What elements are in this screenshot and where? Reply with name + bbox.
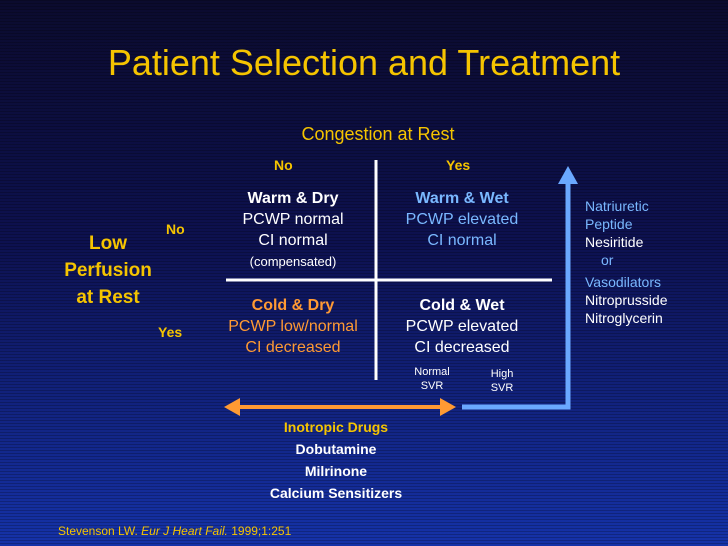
perfusion-label-line: Perfusion	[64, 260, 152, 281]
svr-line: SVR	[420, 380, 444, 392]
citation-author: Stevenson LW.	[58, 524, 138, 538]
vasodilator-arrow-head	[558, 166, 578, 184]
nitroprusside-label: Nitroprusside	[585, 292, 668, 308]
nitroglycerin-label: Nitroglycerin	[585, 310, 663, 326]
inotropic-item: Milrinone	[304, 463, 368, 479]
inotropic-arrow-left-head	[224, 398, 240, 416]
quadrant-title: Cold & Dry	[251, 297, 335, 314]
perfusion-label-line: Low	[89, 233, 127, 254]
page-title: Patient Selection and Treatment	[107, 42, 621, 83]
inotropic-drugs-list: Inotropic Drugs Dobutamine Milrinone Cal…	[218, 416, 454, 504]
low-perfusion-label: Low Perfusion at Rest	[52, 230, 164, 311]
inotropic-item: Dobutamine	[295, 441, 377, 457]
inotropic-title: Inotropic Drugs	[283, 419, 389, 435]
quadrant-line: PCWP elevated	[405, 318, 519, 335]
vasodilator-arrow-path	[462, 182, 571, 410]
svr-line: Normal	[414, 366, 450, 378]
quadrant-line: PCWP elevated	[405, 211, 519, 228]
quadrant-line: CI decreased	[414, 339, 510, 356]
quadrant-title: Warm & Wet	[415, 190, 509, 207]
nesiritide-label: Nesiritide	[585, 234, 644, 250]
inotropic-arrow-right-head	[440, 398, 456, 416]
perfusion-yes-label: Yes	[158, 324, 183, 340]
vasodilator-panel: Natriuretic Peptide Nesiritide or Vasodi…	[585, 197, 667, 327]
quadrant-warm-wet: Warm & Wet PCWP elevated CI normal	[387, 188, 537, 251]
quadrant-cold-wet: Cold & Wet PCWP elevated CI decreased	[387, 295, 537, 358]
quadrant-line: (compensated)	[249, 254, 337, 269]
quadrant-cold-dry: Cold & Dry PCWP low/normal CI decreased	[218, 295, 368, 358]
quadrant-title: Cold & Wet	[419, 297, 505, 314]
quadrant-line: PCWP normal	[242, 211, 344, 228]
quadrant-line: CI normal	[258, 232, 328, 249]
inotropic-item: Calcium Sensitizers	[269, 485, 403, 501]
quadrant-line: CI decreased	[245, 339, 341, 356]
congestion-at-rest-label: Congestion at Rest	[301, 124, 455, 144]
perfusion-label-line: at Rest	[76, 287, 140, 308]
high-svr-label: High SVR	[480, 367, 524, 395]
citation-journal: Eur J Heart Fail.	[141, 524, 228, 538]
quadrant-warm-dry: Warm & Dry PCWP normal CI normal (compen…	[218, 188, 368, 272]
normal-svr-label: Normal SVR	[410, 365, 454, 393]
svr-line: High	[490, 368, 514, 380]
congestion-yes-label: Yes	[446, 157, 471, 173]
congestion-no-label: No	[274, 157, 293, 173]
vasodilators-label: Vasodilators	[585, 274, 662, 290]
svr-line: SVR	[490, 382, 514, 394]
natriuretic-label: Natriuretic	[585, 198, 649, 214]
quadrant-title: Warm & Dry	[247, 190, 339, 207]
peptide-label: Peptide	[585, 216, 633, 232]
citation: Stevenson LW. Eur J Heart Fail. 1999;1:2…	[58, 524, 291, 538]
citation-ref: 1999;1:251	[231, 524, 292, 538]
perfusion-no-label: No	[166, 221, 185, 237]
quadrant-line: CI normal	[427, 232, 497, 249]
or-label: or	[601, 252, 614, 268]
quadrant-line: PCWP low/normal	[228, 318, 358, 335]
